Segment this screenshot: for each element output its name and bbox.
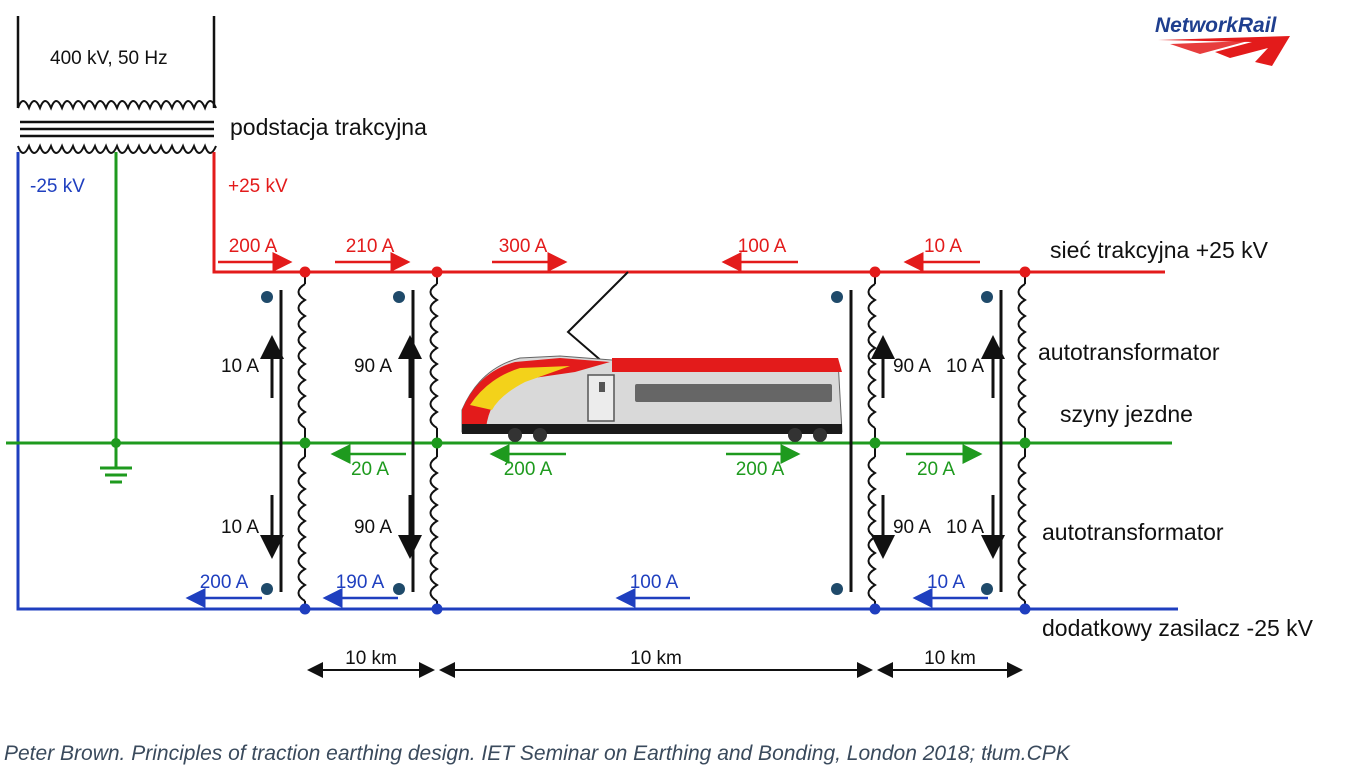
polarity-dot bbox=[831, 291, 843, 303]
polarity-dot bbox=[981, 583, 993, 595]
substation-label: podstacja trakcyjna bbox=[230, 114, 427, 140]
network-rail-logo: NetworkRail bbox=[1155, 14, 1290, 66]
feeder-line bbox=[16, 152, 1178, 611]
feeder-current-label: 190 A bbox=[336, 572, 385, 593]
catenary-node bbox=[869, 266, 881, 278]
catenary-current-label: 210 A bbox=[346, 236, 395, 257]
at-upper-current-label: 10 A bbox=[946, 356, 984, 377]
catenary-node bbox=[431, 266, 443, 278]
rail-current-label: 20 A bbox=[917, 459, 955, 480]
distance-label: 10 km bbox=[924, 648, 976, 669]
catenary-current-label: 200 A bbox=[229, 236, 278, 257]
coil-upper bbox=[1017, 283, 1027, 429]
feeder-node bbox=[869, 603, 881, 615]
distance-label: 10 km bbox=[345, 648, 397, 669]
coil-upper bbox=[867, 283, 877, 429]
at-upper-current-label: 10 A bbox=[221, 356, 259, 377]
pos-voltage-label: +25 kV bbox=[228, 176, 288, 197]
autotransformer-1 bbox=[261, 266, 311, 615]
catenary-line bbox=[212, 152, 1165, 274]
rail-node bbox=[869, 437, 881, 449]
feeder-node bbox=[1019, 603, 1031, 615]
feeder-label: dodatkowy zasilacz -25 kV bbox=[1042, 615, 1314, 641]
autotransformer-label-bottom: autotransformator bbox=[1042, 519, 1224, 545]
coil-lower bbox=[867, 456, 877, 602]
current-arrows: 200 A 210 A 300 A 100 A 10 A 20 A 200 A 200 A 20… bbox=[185, 236, 1005, 608]
rail-node bbox=[431, 437, 443, 449]
substation-transformer: 400 kV, 50 Hz podstacja trakcyjna -25 kV… bbox=[16, 16, 427, 197]
autotransformer-3 bbox=[831, 266, 881, 615]
train-door bbox=[587, 374, 615, 422]
catenary-node bbox=[1019, 266, 1031, 278]
catenary-label: sieć trakcyjna +25 kV bbox=[1050, 237, 1269, 263]
rail-current-label: 20 A bbox=[351, 459, 389, 480]
polarity-dot bbox=[393, 291, 405, 303]
supply-voltage-label: 400 kV, 50 Hz bbox=[50, 48, 168, 69]
coil-upper bbox=[297, 283, 307, 429]
polarity-dot bbox=[261, 583, 273, 595]
rail-current-label: 200 A bbox=[504, 459, 553, 480]
at-lower-current-label: 10 A bbox=[221, 517, 259, 538]
secondary-winding bbox=[17, 143, 217, 154]
source-caption: Peter Brown. Principles of traction eart… bbox=[4, 742, 1071, 765]
catenary-current-label: 10 A bbox=[924, 236, 962, 257]
pantograph bbox=[566, 271, 629, 371]
at-upper-current-label: 90 A bbox=[354, 356, 392, 377]
distance-dimensions: 10 km 10 km 10 km bbox=[307, 648, 1023, 678]
rail-node bbox=[1019, 437, 1031, 449]
coil-upper bbox=[429, 283, 439, 429]
feeder-node bbox=[431, 603, 443, 615]
polarity-dot bbox=[261, 291, 273, 303]
autotransformers bbox=[261, 266, 1031, 615]
polarity-dot bbox=[393, 583, 405, 595]
at-lower-current-label: 90 A bbox=[893, 517, 931, 538]
catenary-current-label: 300 A bbox=[499, 236, 548, 257]
at-lower-current-label: 10 A bbox=[946, 517, 984, 538]
coil-lower bbox=[297, 456, 307, 602]
autotransformer-label-top: autotransformator bbox=[1038, 339, 1220, 365]
autotransformer-4 bbox=[981, 266, 1031, 615]
feeder-current-label: 10 A bbox=[927, 572, 965, 593]
neg-voltage-label: -25 kV bbox=[30, 176, 85, 197]
distance-label: 10 km bbox=[630, 648, 682, 669]
feeder-node bbox=[299, 603, 311, 615]
earth-node bbox=[111, 438, 121, 448]
catenary-current-label: 100 A bbox=[738, 236, 787, 257]
logo-swoosh bbox=[1158, 36, 1290, 66]
earth-symbol bbox=[100, 443, 132, 484]
at-lower-current-label: 90 A bbox=[354, 517, 392, 538]
feeder-current-label: 200 A bbox=[200, 572, 249, 593]
catenary-node bbox=[299, 266, 311, 278]
coil-lower bbox=[1017, 456, 1027, 602]
rails-label: szyny jezdne bbox=[1060, 401, 1193, 427]
polarity-dot bbox=[981, 291, 993, 303]
rail-current-label: 200 A bbox=[736, 459, 785, 480]
autotransformer-2 bbox=[393, 266, 443, 615]
train bbox=[461, 271, 843, 442]
rail-node bbox=[299, 437, 311, 449]
feeder-current-label: 100 A bbox=[630, 572, 679, 593]
coil-lower bbox=[429, 456, 439, 602]
train-windows bbox=[635, 384, 832, 402]
at-upper-current-label: 90 A bbox=[893, 356, 931, 377]
polarity-dot bbox=[831, 583, 843, 595]
primary-winding bbox=[17, 100, 217, 111]
logo-text: NetworkRail bbox=[1155, 14, 1278, 37]
